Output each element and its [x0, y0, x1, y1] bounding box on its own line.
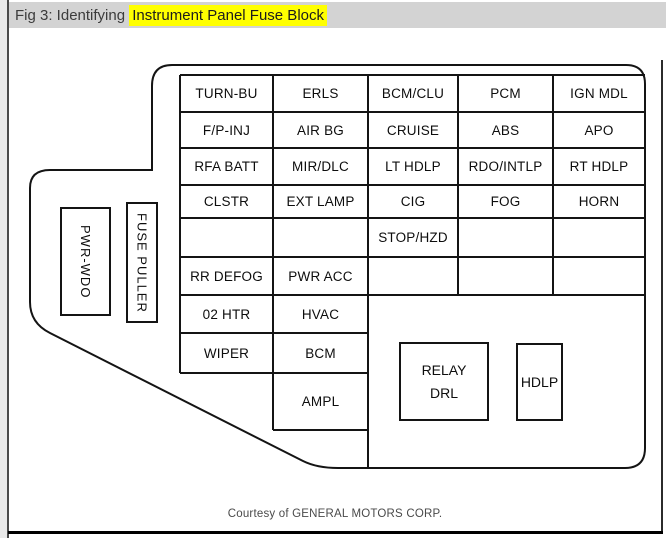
pwr-wdo-box [60, 207, 111, 316]
relay-drl-line1: RELAY [421, 362, 467, 379]
figure-title-text: Fig 3: Identifying [15, 6, 130, 24]
fuse-cell: ERLS [302, 86, 339, 101]
fuse-cell: HORN [578, 194, 620, 209]
fuse-cell: F/P-INJ [202, 122, 251, 138]
fuse-block-outline [29, 64, 646, 469]
relay-drl-label: RELAY DRL [400, 343, 488, 420]
fuse-cell: TURN-BU [195, 86, 258, 101]
fuse-cell: LT HDLP [385, 159, 441, 174]
fuse-cell: STOP/HZD [378, 230, 448, 245]
page-left-gutter [0, 0, 7, 538]
fuse-cell: BCM [305, 345, 336, 361]
fuse-cell: EXT LAMP [286, 194, 355, 209]
fuse-cell: PCM [490, 86, 521, 101]
fuse-cell: RR DEFOG [190, 268, 263, 284]
fuse-cell: RDO/INTLP [468, 159, 543, 174]
fuse-cell: CIG [400, 194, 426, 209]
fuse-cell: APO [584, 122, 614, 138]
fuse-cell: PWR ACC [288, 268, 353, 284]
fuse-cell: RT HDLP [569, 159, 629, 174]
figure-title-highlight: Instrument Panel Fuse Block [129, 4, 327, 26]
relay-drl-line2: DRL [429, 384, 458, 401]
fuse-cell: AMPL [301, 394, 340, 409]
fuse-cell: MIR/DLC [292, 159, 349, 174]
frame-bottom-border [8, 531, 663, 534]
fuse-cell: FOG [490, 194, 521, 209]
hdlp-relay-label: HDLP [520, 373, 559, 390]
fuse-cell: 02 HTR [202, 306, 251, 322]
frame-left-border [7, 0, 9, 538]
fuse-cell: CRUISE [386, 122, 440, 138]
fuse-puller-label: FUSE PULLER [134, 212, 150, 313]
fuse-cell: IGN MDL [570, 86, 628, 101]
fuse-cell: ABS [491, 122, 520, 138]
fuse-cell: HVAC [301, 306, 340, 322]
fuse-cell: BCM/CLU [381, 86, 445, 101]
courtesy-note: Courtesy of GENERAL MOTORS CORP. [227, 508, 443, 520]
fuse-puller-box [126, 202, 158, 323]
pwr-wdo-label: PWR-WDO [78, 224, 93, 299]
fuse-cell: CLSTR [203, 194, 250, 209]
hdlp-relay-box [516, 343, 563, 421]
fuse-cell: WIPER [203, 345, 250, 361]
fuse-cell: AIR BG [297, 122, 344, 138]
relay-drl-box [399, 342, 489, 421]
frame-right-border [661, 60, 663, 533]
fuse-cell: RFA BATT [194, 159, 259, 174]
figure-title-bar: Fig 3: Identifying Instrument Panel Fuse… [9, 2, 666, 28]
